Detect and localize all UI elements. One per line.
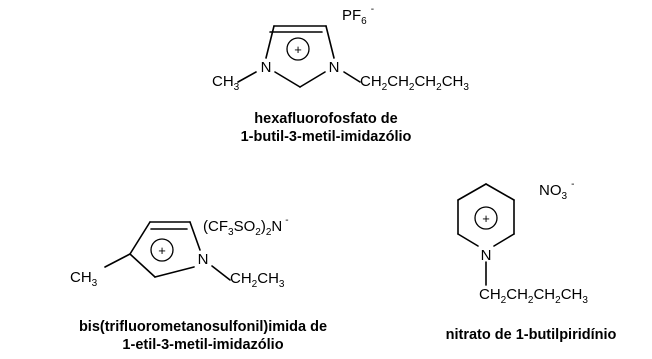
anion-ntf2: (CF3SO2)2N- — [203, 215, 289, 238]
methyl-bond-1 — [237, 71, 257, 83]
methyl-group-1: CH3 — [212, 73, 240, 93]
butyl-chain-3: CH2CH2CH2CH3 — [479, 286, 588, 306]
butyl-bond-1 — [343, 71, 361, 83]
methyl-group-2: CH3 — [70, 269, 98, 289]
caption-compound-2-line-1: bis(trifluorometanosulfonil)imida de — [79, 319, 327, 335]
cation-charge-3: + — [474, 206, 498, 230]
cation-charge-2: + — [150, 238, 174, 262]
butyl-chain-1: CH2CH2CH2CH3 — [360, 73, 469, 93]
caption-compound-1-line-2: 1-butil-3-metil-imidazólio — [241, 129, 412, 145]
pyridinium-ring-3 — [457, 183, 515, 247]
ring-nitrogen-right-1: N — [329, 59, 340, 76]
plus-sign-1: + — [294, 42, 302, 57]
ethyl-group-2: CH2CH3 — [230, 270, 285, 290]
ring-nitrogen-left-1: N — [261, 59, 272, 76]
methyl-bond-2 — [104, 253, 131, 268]
plus-sign-3: + — [482, 211, 490, 226]
caption-compound-3: nitrato de 1-butilpiridínio — [446, 327, 617, 343]
ring-nitrogen-2: N — [198, 251, 209, 268]
plus-sign-2: + — [158, 243, 166, 258]
ethyl-bond-2 — [211, 265, 231, 281]
caption-compound-2-line-2: 1-etil-3-metil-imidazólio — [122, 337, 283, 353]
ring-nitrogen-3: N — [481, 247, 492, 264]
compound-emim-ntf2: + N CH3 CH2CH3 (CF3SO2)2N- bis(trifluoro… — [70, 215, 327, 353]
cation-charge-1: + — [286, 37, 310, 61]
compound-bmim-pf6: + N N CH3 CH2CH2CH2CH3 PF6- hexafluorofo… — [212, 4, 469, 145]
caption-compound-1-line-1: hexafluorofosfato de — [254, 111, 397, 127]
compound-bpy-no3: + N CH2CH2CH2CH3 NO3- nitrato de 1-butil… — [446, 179, 617, 343]
imidazolium-ring-1 — [265, 25, 335, 88]
anion-pf6: PF6- — [342, 4, 374, 27]
anion-no3: NO3- — [539, 179, 574, 202]
imidazolium-ring-2 — [129, 221, 201, 278]
